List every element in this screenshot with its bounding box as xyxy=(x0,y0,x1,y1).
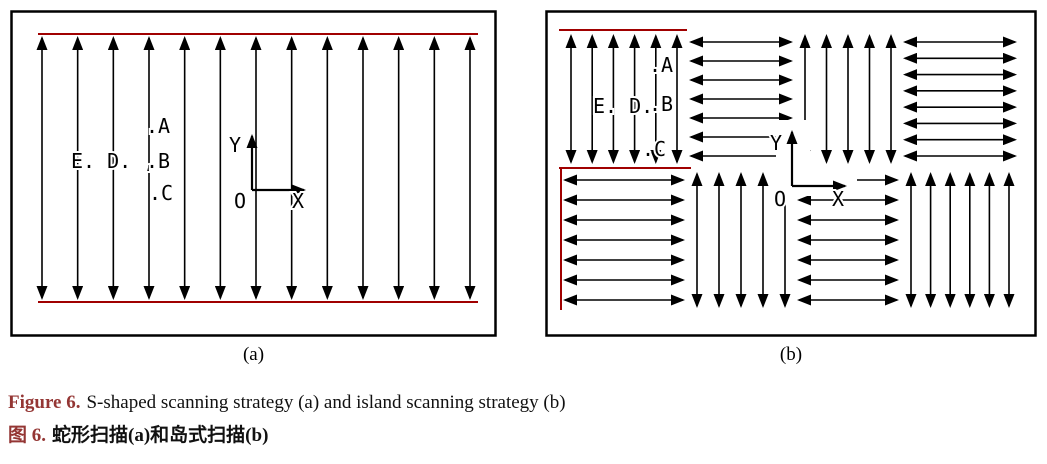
label-ed-b: E. D. xyxy=(593,94,653,118)
label-point-c: .C xyxy=(149,181,173,205)
label-point-b: .B xyxy=(146,149,170,173)
panel-b-diagram: E. D. .A .B .C Y O X xyxy=(545,10,1037,337)
scan-lines-b xyxy=(563,34,1017,308)
scan-lines-a xyxy=(36,36,476,300)
caption-chinese: 图 6.蛇形扫描(a)和岛式扫描(b) xyxy=(8,420,268,447)
panel-b-axes: Y O X xyxy=(768,120,857,213)
panel-a-sublabel: (a) xyxy=(242,344,265,365)
caption-en-text: S-shaped scanning strategy (a) and islan… xyxy=(86,392,566,413)
x-axis-label: X xyxy=(292,189,304,213)
panel-a-annotations: E. D. , .A .B .C xyxy=(69,112,175,207)
label-point-c-b: .C xyxy=(642,137,666,161)
panel-a-diagram: E. D. , .A .B .C Y O X xyxy=(10,10,497,337)
label-point-b-b: .B xyxy=(649,92,673,116)
panel-a-border xyxy=(10,10,497,337)
origin-label: O xyxy=(234,189,246,213)
y-axis-label-b: Y xyxy=(770,131,782,155)
panel-b-sublabel: (b) xyxy=(779,344,803,365)
caption-en-label: Figure 6. xyxy=(8,392,81,413)
y-axis-label: Y xyxy=(229,133,241,157)
origin-label-b: O xyxy=(774,187,786,211)
panel-a-axes: Y O X xyxy=(227,131,306,215)
caption-english: Figure 6.S-shaped scanning strategy (a) … xyxy=(8,392,566,414)
caption-zh-text: 蛇形扫描(a)和岛式扫描(b) xyxy=(52,425,269,446)
panel-b-annotations: E. D. .A .B .C xyxy=(591,51,675,163)
x-axis-label-b: X xyxy=(832,187,844,211)
caption-zh-label: 图 6. xyxy=(8,425,47,446)
label-point-a: .A xyxy=(146,114,170,138)
panel-b-border xyxy=(545,10,1037,337)
label-ed-a: E. D. , xyxy=(71,149,155,173)
label-point-a-b: .A xyxy=(649,53,673,77)
